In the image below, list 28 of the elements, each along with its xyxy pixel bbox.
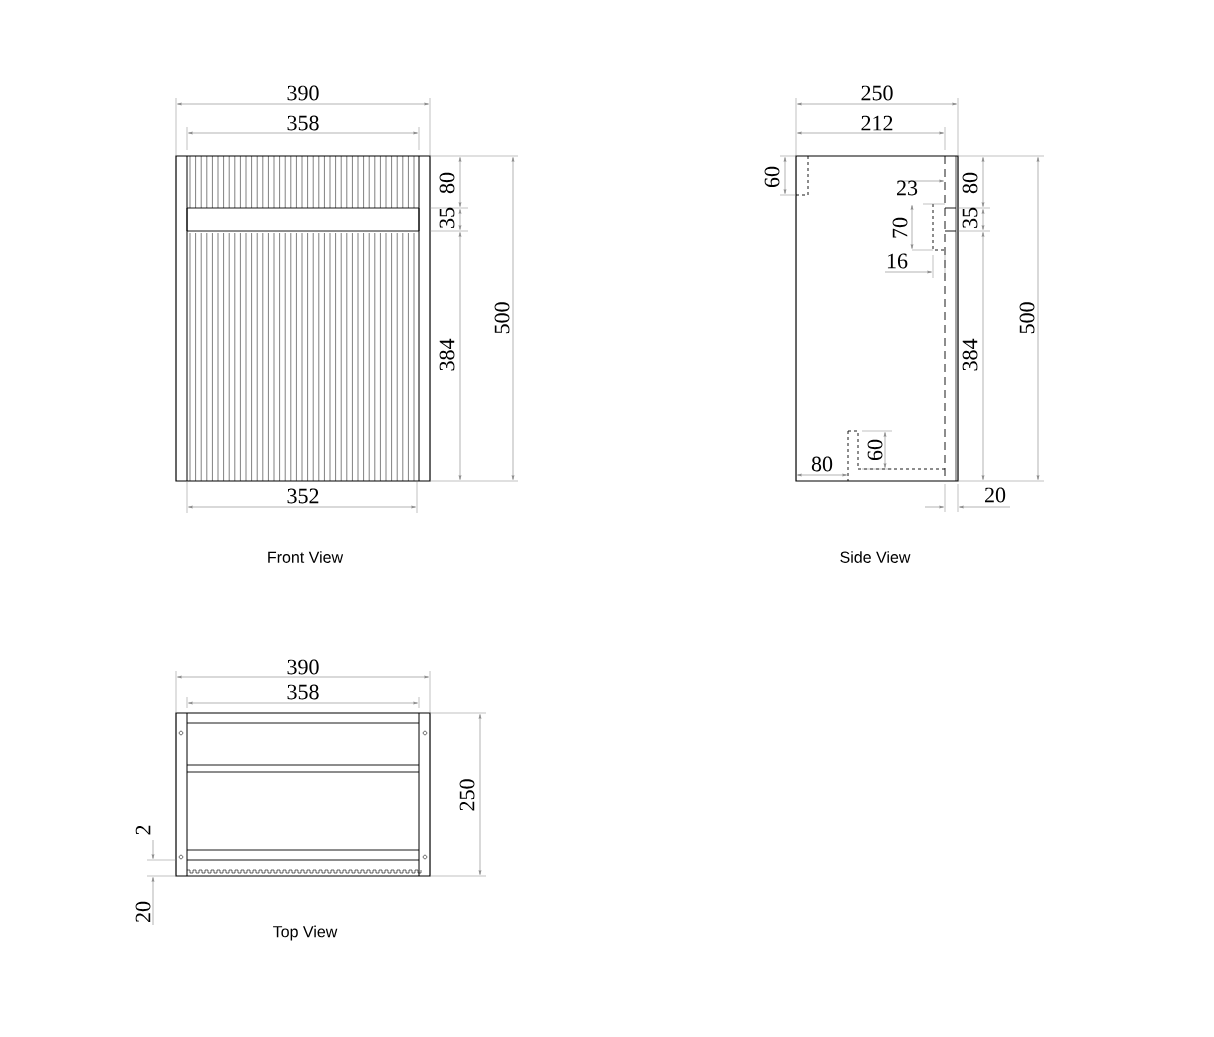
dimension-label: 500 [1019,302,1035,334]
dimension-label: 20 [985,487,1006,503]
dimension-label: 500 [494,302,510,334]
dimension-label: 35 [962,207,978,228]
dimension-label: 250 [459,779,475,811]
dimension-label: 358 [287,684,319,700]
view-caption: Side View [840,551,911,563]
dimension-label: 250 [861,85,893,101]
dimension-label: 23 [897,180,918,196]
dimension-label: 352 [287,488,319,504]
dimension-label: 80 [439,172,455,194]
dimension-label: 80 [811,456,833,472]
view-caption: Top View [273,925,338,941]
dimension-label: 384 [962,338,978,371]
dimension-label: 35 [439,207,455,228]
dimension-label: 212 [861,115,893,131]
dimension-label: 60 [764,166,780,188]
dimension-label: 16 [887,253,908,269]
dimension-label: 80 [962,172,978,194]
dimension-label: 390 [287,659,319,675]
dimension-label: 60 [867,439,883,461]
dimension-label: 384 [439,338,455,371]
dimension-label: 358 [287,115,319,131]
view-caption: Front View [268,551,344,563]
dimension-label: 20 [135,901,151,923]
dimension-label: 70 [892,217,908,238]
dimension-label: 390 [287,85,319,101]
dimension-label: 2 [135,825,151,835]
